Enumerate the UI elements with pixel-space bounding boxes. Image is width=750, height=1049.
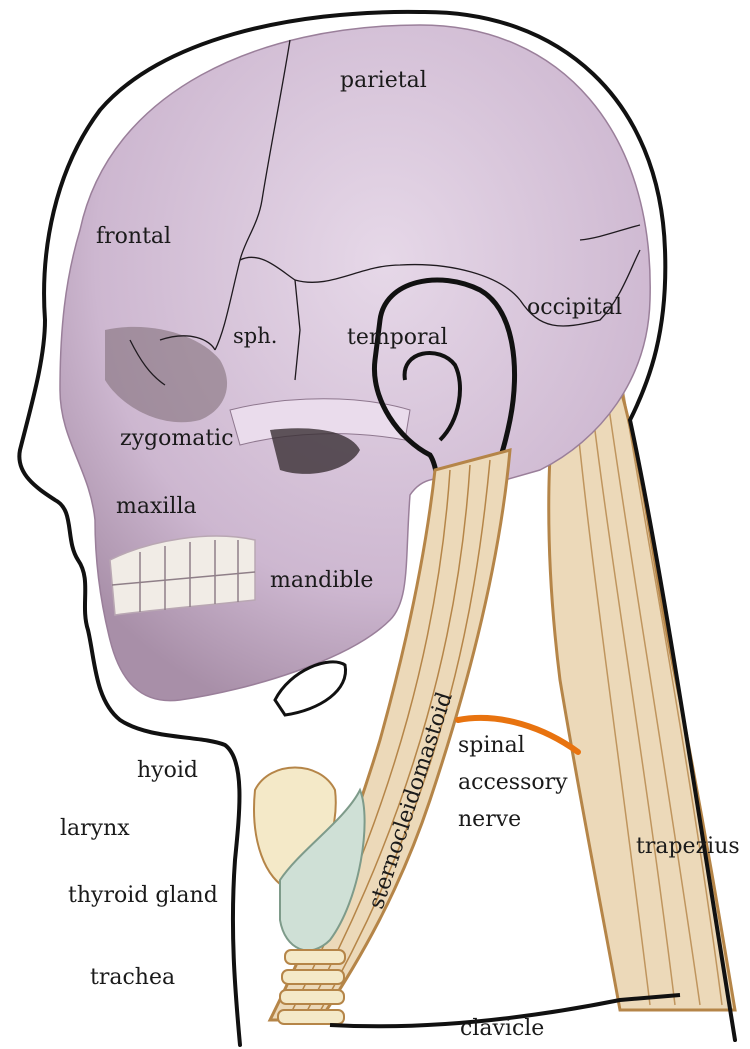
label-spinal-accessory-nerve-3: nerve xyxy=(458,809,521,831)
label-temporal: temporal xyxy=(347,327,448,349)
label-trachea: trachea xyxy=(90,967,175,989)
label-spinal-accessory-nerve-1: spinal xyxy=(458,735,525,757)
label-zygomatic: zygomatic xyxy=(120,428,234,450)
label-sphenoid: sph. xyxy=(233,326,277,347)
label-larynx: larynx xyxy=(60,818,130,840)
label-mandible: mandible xyxy=(270,570,373,592)
label-maxilla: maxilla xyxy=(116,496,197,518)
label-clavicle: clavicle xyxy=(460,1018,544,1040)
label-occipital: occipital xyxy=(527,297,622,319)
label-thyroid-gland: thyroid gland xyxy=(68,885,218,907)
label-frontal: frontal xyxy=(96,226,171,248)
label-parietal: parietal xyxy=(340,70,427,92)
label-hyoid: hyoid xyxy=(137,760,198,782)
label-trapezius: trapezius xyxy=(636,836,740,858)
label-spinal-accessory-nerve-2: accessory xyxy=(458,772,568,794)
